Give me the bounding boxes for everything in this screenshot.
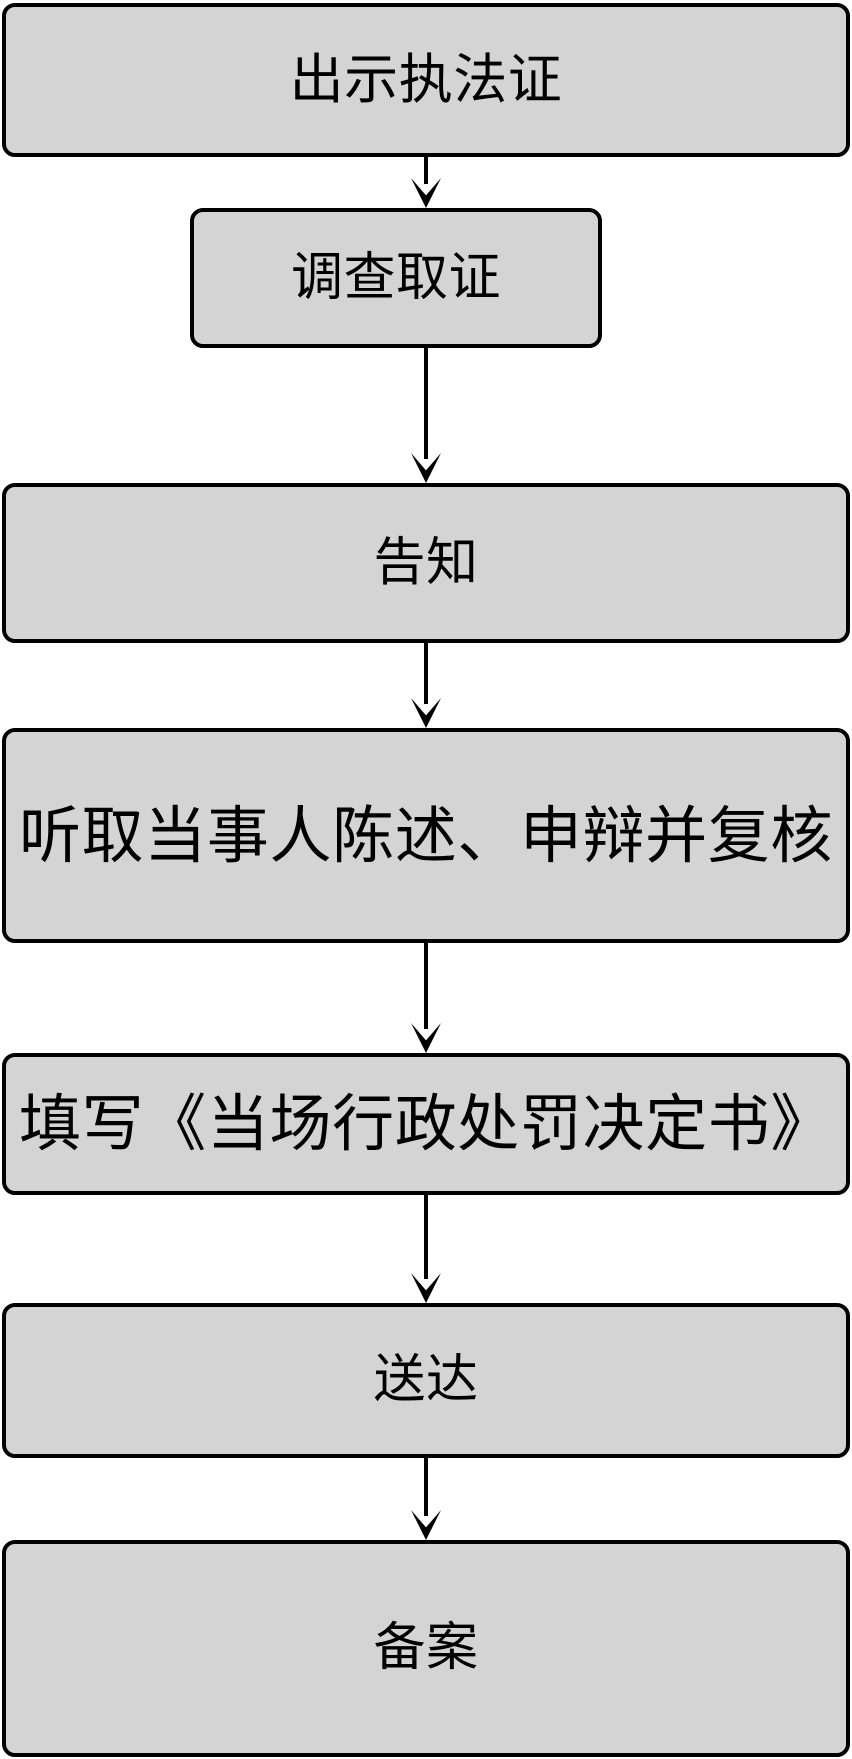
flow-node-n2[interactable]: 调查取证	[190, 208, 602, 348]
flow-node-n3[interactable]: 告知	[2, 483, 850, 643]
arrowhead	[411, 1023, 441, 1053]
arrowhead	[411, 1510, 441, 1540]
arrowhead	[411, 453, 441, 483]
flow-node-n5[interactable]: 填写《当场行政处罚决定书》	[2, 1053, 850, 1195]
flow-node-label: 听取当事人陈述、申辩并复核	[18, 798, 834, 872]
flow-node-label: 备案	[373, 1618, 479, 1679]
flow-node-n7[interactable]: 备案	[2, 1540, 850, 1757]
arrowhead	[411, 1273, 441, 1303]
flow-node-label: 出示执法证	[289, 47, 563, 111]
flow-node-n1[interactable]: 出示执法证	[2, 3, 850, 157]
flow-node-label: 送达	[373, 1350, 479, 1411]
flow-node-label: 调查取证	[290, 247, 502, 308]
flow-node-n6[interactable]: 送达	[2, 1303, 850, 1458]
flow-node-label: 告知	[373, 532, 479, 593]
flow-node-n4[interactable]: 听取当事人陈述、申辩并复核	[2, 728, 850, 943]
arrowhead	[411, 178, 441, 208]
arrowhead	[411, 698, 441, 728]
flow-node-label: 填写《当场行政处罚决定书》	[18, 1087, 834, 1161]
